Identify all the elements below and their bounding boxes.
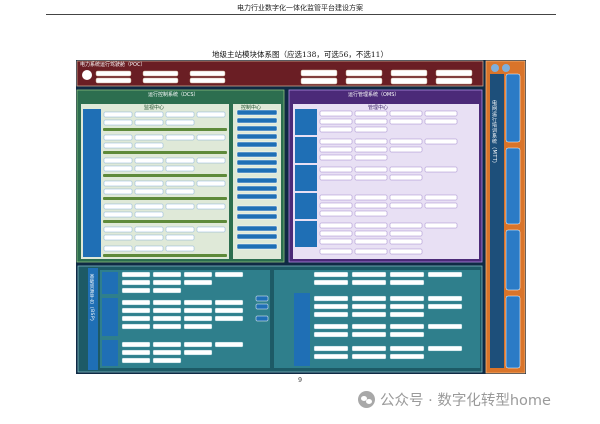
manage-center-label: 管理中心: [368, 105, 389, 111]
header-rule: [46, 14, 556, 15]
architecture-diagram: 电力系统运行驾驶舱（POC） 运行控制系统（DCS） 监视中心 控制中心 运行管…: [76, 60, 526, 374]
watermark: 公众号 · 数字化转型home: [358, 387, 598, 411]
control-center-label: 控制中心: [241, 105, 262, 111]
architecture-diagram-graphic: [76, 60, 526, 374]
monitor-center-label: 监视中心: [144, 105, 165, 111]
wechat-icon: [358, 390, 375, 408]
oms-label: 运行管理系统（OMS）: [348, 92, 400, 98]
dcs-label: 运行控制系统（DCS）: [148, 92, 199, 98]
support-label: 基础资源平台（BSP）: [89, 274, 94, 325]
mtt-label: 电网运行培训系统（MTT）: [491, 100, 497, 167]
page-header: 电力行业数字化一体化监管平台建设方案: [237, 4, 363, 12]
poc-label: 电力系统运行驾驶舱（POC）: [80, 62, 146, 68]
watermark-text: 公众号 · 数字化转型home: [380, 392, 551, 409]
page-number: 9: [298, 377, 302, 384]
figure-title: 地级主站模块体系图（应选138，可选56，不选11）: [212, 50, 388, 59]
